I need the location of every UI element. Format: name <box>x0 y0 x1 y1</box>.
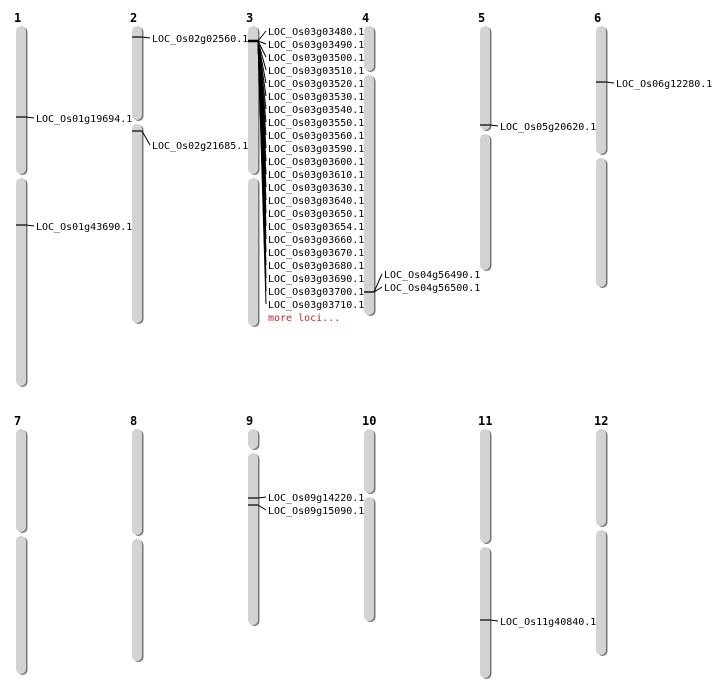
locus-label[interactable]: LOC_Os03g03590.1 <box>268 144 364 155</box>
locus-label[interactable]: LOC_Os03g03540.1 <box>268 105 364 116</box>
chromosome-number: 10 <box>362 414 376 428</box>
chromosome-11-p-arm[interactable] <box>480 429 490 543</box>
locus-label[interactable]: LOC_Os03g03670.1 <box>268 248 364 259</box>
locus-label[interactable]: LOC_Os06g12280.1 <box>616 79 712 90</box>
locus-label[interactable]: LOC_Os03g03530.1 <box>268 92 364 103</box>
locus-connector <box>257 40 267 45</box>
chromosome-1-q-arm[interactable] <box>16 178 26 386</box>
chromosome-1-p-arm[interactable] <box>16 26 26 174</box>
chromosome-5-p-arm[interactable] <box>480 26 490 130</box>
locus-label[interactable]: LOC_Os03g03690.1 <box>268 274 364 285</box>
locus-connector <box>605 81 615 84</box>
locus-label[interactable]: LOC_Os03g03610.1 <box>268 170 364 181</box>
locus-label[interactable]: LOC_Os04g56490.1 <box>384 270 480 281</box>
chromosome-number: 1 <box>14 11 21 25</box>
chromosome-4-q-arm[interactable] <box>364 75 374 315</box>
locus-label[interactable]: LOC_Os03g03520.1 <box>268 79 364 90</box>
locus-label[interactable]: LOC_Os03g03710.1 <box>268 300 364 311</box>
locus-connector <box>373 273 383 293</box>
locus-connector <box>257 496 267 499</box>
chromosome-3-p-arm[interactable] <box>248 26 258 174</box>
locus-connector <box>489 619 499 622</box>
chromosome-number: 2 <box>130 11 137 25</box>
chromosome-12-p-arm[interactable] <box>596 429 606 526</box>
chromosome-number: 7 <box>14 414 21 428</box>
chromosome-5-q-arm[interactable] <box>480 134 490 270</box>
locus-label[interactable]: LOC_Os01g43690.1 <box>36 222 132 233</box>
locus-label[interactable]: LOC_Os03g03680.1 <box>268 261 364 272</box>
locus-connector <box>257 40 267 58</box>
chromosome-7-q-arm[interactable] <box>16 536 26 674</box>
chromosome-12-q-arm[interactable] <box>596 530 606 655</box>
chromosome-11-q-arm[interactable] <box>480 547 490 678</box>
locus-connector <box>141 36 151 39</box>
chromosome-8-p-arm[interactable] <box>132 429 142 535</box>
locus-connector <box>373 286 383 293</box>
more-loci-link[interactable]: more loci... <box>268 313 340 324</box>
chromosome-3-q-arm[interactable] <box>248 178 258 326</box>
locus-connector <box>489 124 499 127</box>
locus-label[interactable]: LOC_Os04g56500.1 <box>384 283 480 294</box>
chromosome-number: 11 <box>478 414 492 428</box>
locus-label[interactable]: LOC_Os02g21685.1 <box>152 141 248 152</box>
locus-connector <box>25 116 35 119</box>
locus-label[interactable]: LOC_Os09g15090.1 <box>268 506 364 517</box>
locus-label[interactable]: LOC_Os03g03560.1 <box>268 131 364 142</box>
chromosome-2-q-arm[interactable] <box>132 124 142 323</box>
locus-label[interactable]: LOC_Os03g03510.1 <box>268 66 364 77</box>
chromosome-6-p-arm[interactable] <box>596 26 606 154</box>
locus-label[interactable]: LOC_Os01g19694.1 <box>36 114 132 125</box>
locus-label[interactable]: LOC_Os03g03700.1 <box>268 287 364 298</box>
chromosome-number: 9 <box>246 414 253 428</box>
chromosome-6-q-arm[interactable] <box>596 158 606 287</box>
chromosome-number: 4 <box>362 11 369 25</box>
locus-label[interactable]: LOC_Os11g40840.1 <box>500 617 596 628</box>
locus-label[interactable]: LOC_Os03g03654.1 <box>268 222 364 233</box>
locus-label[interactable]: LOC_Os03g03550.1 <box>268 118 364 129</box>
chromosome-8-q-arm[interactable] <box>132 539 142 661</box>
locus-label[interactable]: LOC_Os02g02560.1 <box>152 34 248 45</box>
chromosome-number: 5 <box>478 11 485 25</box>
chromosome-2-p-arm[interactable] <box>132 26 142 120</box>
locus-connector <box>25 224 35 227</box>
chromosome-9-q-arm[interactable] <box>248 453 258 625</box>
locus-connector <box>141 130 151 146</box>
chromosome-number: 3 <box>246 11 253 25</box>
locus-label[interactable]: LOC_Os05g20620.1 <box>500 122 596 133</box>
chromosome-number: 6 <box>594 11 601 25</box>
locus-label[interactable]: LOC_Os03g03630.1 <box>268 183 364 194</box>
chromosome-10-p-arm[interactable] <box>364 429 374 493</box>
locus-label[interactable]: LOC_Os03g03640.1 <box>268 196 364 207</box>
chromosome-number: 12 <box>594 414 608 428</box>
locus-label[interactable]: LOC_Os03g03650.1 <box>268 209 364 220</box>
chromosome-number: 8 <box>130 414 137 428</box>
chromosome-4-p-arm[interactable] <box>364 26 374 71</box>
locus-connector <box>257 504 267 511</box>
chromosome-7-p-arm[interactable] <box>16 429 26 532</box>
locus-label[interactable]: LOC_Os03g03490.1 <box>268 40 364 51</box>
locus-connector <box>257 30 267 42</box>
locus-label[interactable]: LOC_Os03g03500.1 <box>268 53 364 64</box>
chromosome-9-p-arm[interactable] <box>248 429 258 449</box>
chromosome-10-q-arm[interactable] <box>364 497 374 621</box>
locus-label[interactable]: LOC_Os03g03480.1 <box>268 27 364 38</box>
locus-label[interactable]: LOC_Os03g03600.1 <box>268 157 364 168</box>
locus-label[interactable]: LOC_Os09g14220.1 <box>268 493 364 504</box>
locus-label[interactable]: LOC_Os03g03660.1 <box>268 235 364 246</box>
locus-connector <box>257 40 267 305</box>
